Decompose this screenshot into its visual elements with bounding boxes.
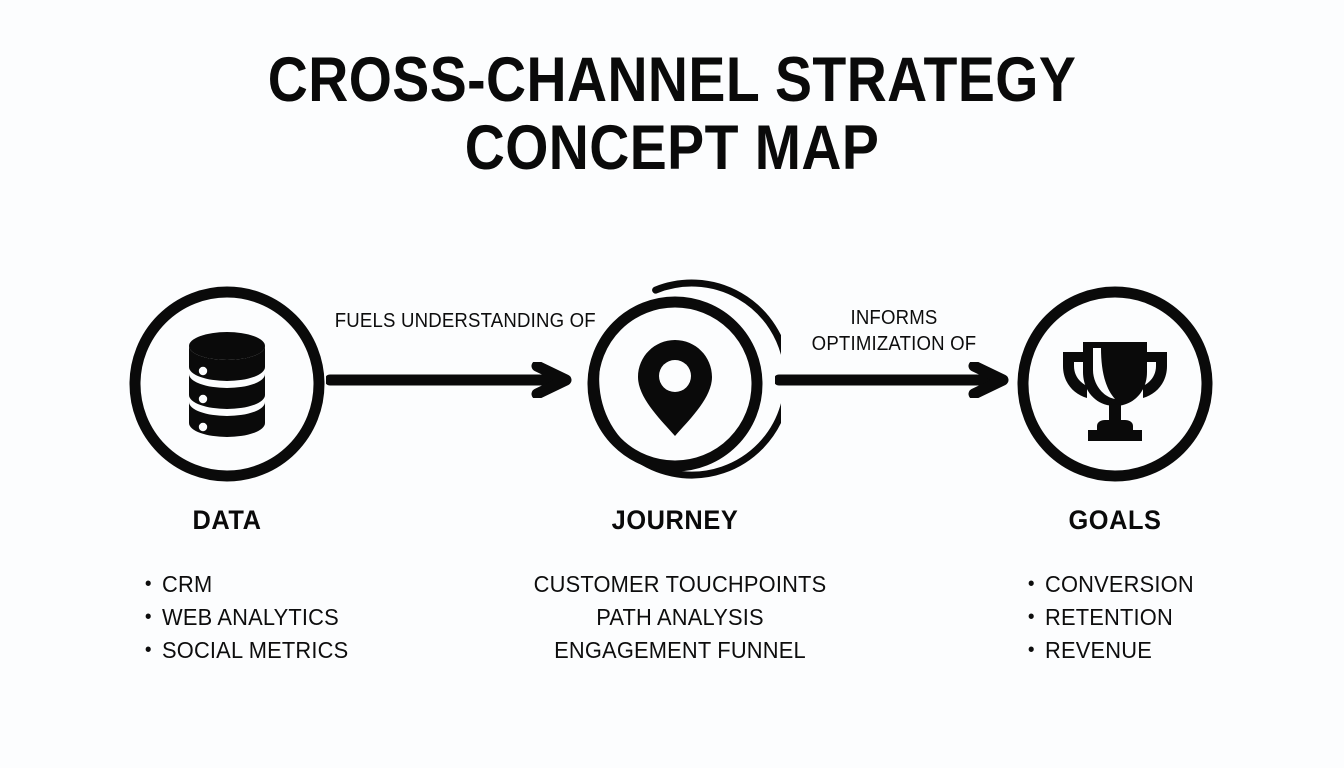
bullet-icon: • xyxy=(144,606,152,628)
bullet-icon: • xyxy=(1027,606,1035,628)
list-item: • CONVERSION xyxy=(1026,568,1194,601)
bullet-icon: • xyxy=(144,573,152,595)
node-journey[interactable]: JOURNEY xyxy=(525,279,825,535)
node-data-label: DATA xyxy=(192,505,262,535)
trophy-icon xyxy=(1063,342,1167,441)
node-goals[interactable]: GOALS xyxy=(965,286,1265,535)
node-data[interactable]: DATA xyxy=(77,286,377,535)
arrow-data-to-journey xyxy=(326,362,576,398)
bullet-icon: • xyxy=(1027,639,1035,661)
list-item: • SOCIAL METRICS xyxy=(143,634,348,667)
title-line-2: CONCEPT MAP xyxy=(464,113,880,183)
list-item: PATH ANALYSIS xyxy=(596,604,764,630)
list-item: • WEB ANALYTICS xyxy=(143,601,348,634)
connector-label-data-to-journey: FUELS UNDERSTANDING OF xyxy=(334,308,596,334)
connector-data-to-journey: FUELS UNDERSTANDING OF xyxy=(326,300,596,420)
database-icon xyxy=(189,332,265,437)
connector-journey-to-goals: INFORMS OPTIMIZATION OF xyxy=(775,300,1013,420)
node-goals-graphic xyxy=(965,286,1265,486)
node-journey-circle xyxy=(569,278,781,490)
list-item-label: CONVERSION xyxy=(1045,571,1194,597)
list-item: • RETENTION xyxy=(1026,601,1194,634)
list-item-label: RETENTION xyxy=(1045,604,1173,630)
items-list-data: • CRM • WEB ANALYTICS • SOCIAL METRICS xyxy=(143,568,359,667)
connector-label-line-2: OPTIMIZATION OF xyxy=(811,333,977,355)
list-item: CUSTOMER TOUCHPOINTS xyxy=(533,571,827,597)
connector-label-line-1: FUELS UNDERSTANDING OF xyxy=(334,310,596,332)
title-line-1: CROSS-CHANNEL STRATEGY xyxy=(267,45,1077,115)
list-item-label: SOCIAL METRICS xyxy=(162,637,349,663)
bullet-icon: • xyxy=(144,639,152,661)
page-title: CROSS-CHANNEL STRATEGY CONCEPT MAP xyxy=(0,46,1344,182)
list-item-label: CRM xyxy=(162,571,213,597)
bullet-icon: • xyxy=(1027,573,1035,595)
connector-label-line-1: INFORMS xyxy=(850,307,938,329)
list-item: • CRM xyxy=(143,568,348,601)
node-goals-label: GOALS xyxy=(1068,505,1162,535)
map-pin-icon xyxy=(638,340,712,436)
node-data-circle xyxy=(129,286,325,482)
list-item: ENGAGEMENT FUNNEL xyxy=(554,637,806,663)
node-journey-graphic xyxy=(525,279,825,486)
list-item: • REVENUE xyxy=(1026,634,1194,667)
connector-label-journey-to-goals: INFORMS OPTIMIZATION OF xyxy=(783,305,1004,357)
items-list-journey: CUSTOMER TOUCHPOINTS PATH ANALYSIS ENGAG… xyxy=(480,568,880,667)
items-list-goals: • CONVERSION • RETENTION • REVENUE xyxy=(1026,568,1203,667)
node-data-graphic xyxy=(77,286,377,486)
node-goals-circle xyxy=(1017,286,1213,482)
list-item-label: WEB ANALYTICS xyxy=(162,604,339,630)
arrow-journey-to-goals xyxy=(775,362,1013,398)
node-journey-label: JOURNEY xyxy=(611,505,739,535)
list-item-label: REVENUE xyxy=(1045,637,1152,663)
